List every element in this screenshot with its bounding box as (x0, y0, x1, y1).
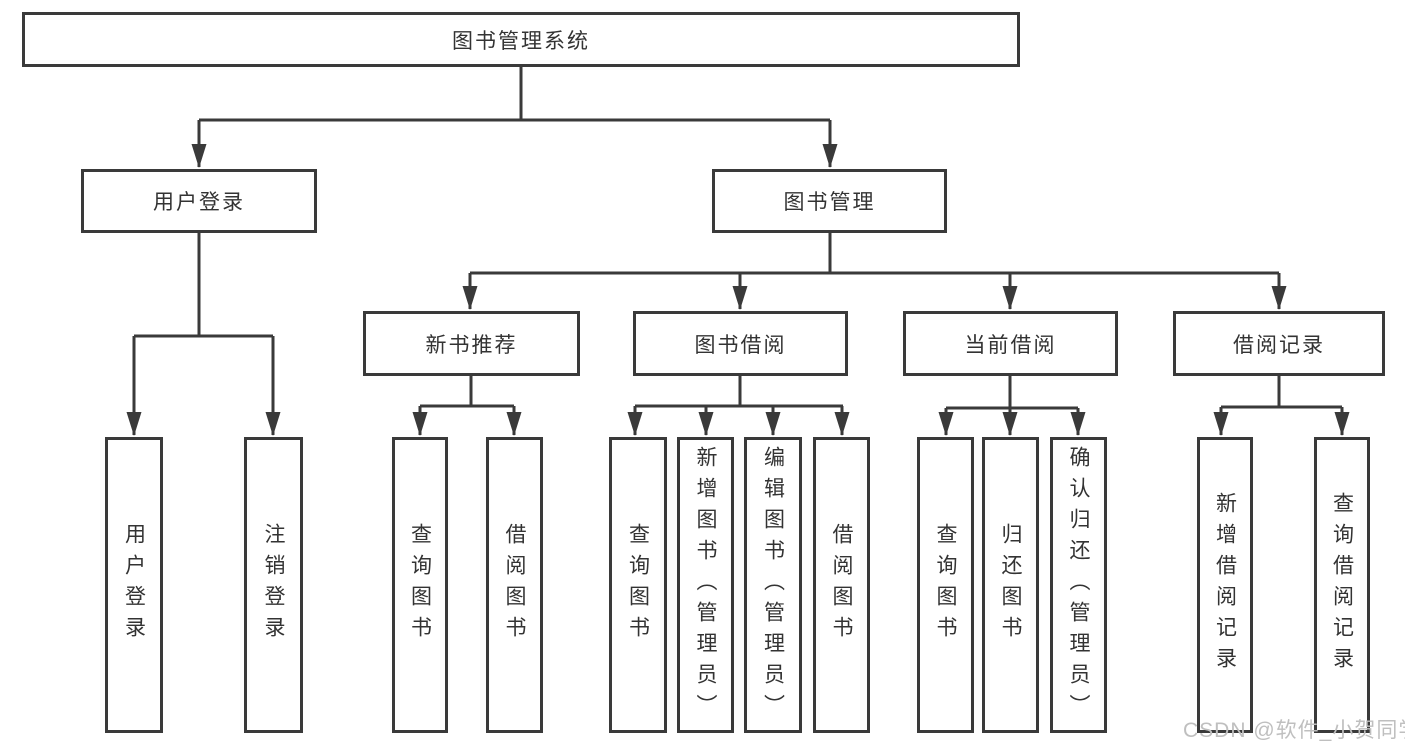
leaf-logout-label: 注销登录 (262, 523, 285, 647)
node-current-borrowing-label: 当前借阅 (964, 333, 1057, 357)
node-book-management: 图书管理 (712, 169, 947, 233)
node-book-borrowing: 图书借阅 (633, 311, 848, 376)
leaf-current-confirm-return-admin: 确认归还（管理员） (1050, 437, 1107, 733)
leaf-recommend-borrow-books-label: 借阅图书 (503, 523, 526, 647)
node-book-borrowing-label: 图书借阅 (694, 333, 787, 357)
node-new-book-recommend-label: 新书推荐 (425, 333, 518, 357)
leaf-recommend-query-books-label: 查询图书 (408, 523, 432, 647)
leaf-borrowing-borrow-books: 借阅图书 (813, 437, 870, 733)
leaf-user-login-label: 用户登录 (122, 523, 146, 647)
leaf-records-query-borrow-record: 查询借阅记录 (1314, 437, 1370, 733)
leaf-records-query-borrow-record-label: 查询借阅记录 (1330, 492, 1354, 678)
csdn-watermark: CSDN @软件_小贺同学 (1183, 719, 1405, 742)
node-user-login: 用户登录 (81, 169, 317, 233)
leaf-user-login: 用户登录 (105, 437, 163, 733)
leaf-logout: 注销登录 (244, 437, 303, 733)
leaf-borrowing-add-books-admin: 新增图书（管理员） (677, 437, 734, 733)
leaf-current-return-books-label: 归还图书 (999, 523, 1022, 647)
leaf-records-add-borrow-record: 新增借阅记录 (1197, 437, 1253, 733)
leaf-current-query-books-label: 查询图书 (934, 523, 957, 647)
node-borrow-records-label: 借阅记录 (1233, 333, 1325, 357)
node-current-borrowing: 当前借阅 (903, 311, 1118, 376)
leaf-recommend-borrow-books: 借阅图书 (486, 437, 543, 733)
node-new-book-recommend: 新书推荐 (363, 311, 580, 376)
node-borrow-records: 借阅记录 (1173, 311, 1385, 376)
node-user-login-label: 用户登录 (153, 191, 245, 214)
leaf-borrowing-edit-books-admin: 编辑图书（管理员） (744, 437, 802, 733)
leaf-current-return-books: 归还图书 (982, 437, 1039, 733)
leaf-records-add-borrow-record-label: 新增借阅记录 (1213, 492, 1237, 678)
leaf-borrowing-query-books-label: 查询图书 (626, 523, 650, 647)
node-root: 图书管理系统 (22, 12, 1020, 67)
leaf-current-query-books: 查询图书 (917, 437, 974, 733)
leaf-recommend-query-books: 查询图书 (392, 437, 448, 733)
leaf-current-confirm-return-admin-label: 确认归还（管理员） (1067, 445, 1090, 725)
node-root-label: 图书管理系统 (452, 29, 590, 53)
node-book-management-label: 图书管理 (783, 191, 876, 214)
leaf-borrowing-borrow-books-label: 借阅图书 (830, 523, 853, 647)
leaf-borrowing-edit-books-admin-label: 编辑图书（管理员） (761, 445, 785, 725)
leaf-borrowing-query-books: 查询图书 (609, 437, 667, 733)
leaf-borrowing-add-books-admin-label: 新增图书（管理员） (694, 445, 717, 725)
